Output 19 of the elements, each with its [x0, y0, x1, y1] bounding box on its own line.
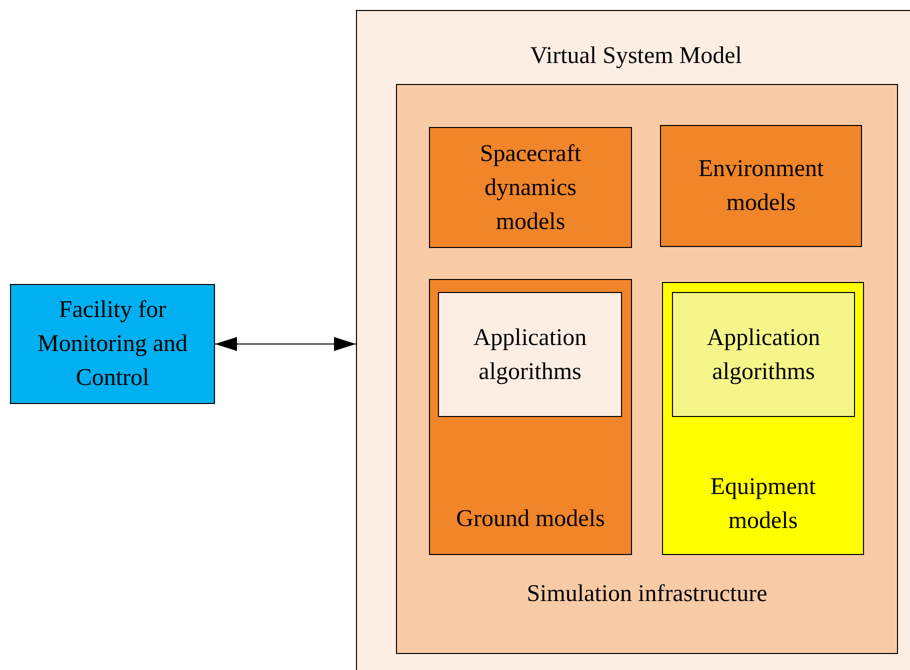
- model-box: [429, 127, 632, 248]
- box-label: Equipment models: [709, 473, 817, 536]
- box-label: Virtual System Model: [529, 42, 743, 71]
- box-label: Spacecraft dynamics models: [478, 140, 582, 236]
- model-box: [662, 282, 864, 555]
- box-label: Application algorithms: [472, 324, 588, 386]
- facility-box: [10, 284, 215, 404]
- box-label: Simulation infrastructure: [526, 580, 768, 609]
- algorithm-box: [438, 292, 622, 417]
- infrastructure-panel: [396, 84, 898, 654]
- system-model-panel: [356, 10, 910, 670]
- box-label: Facility for Monitoring and Control: [36, 296, 188, 393]
- model-box: [660, 125, 862, 247]
- box-label: Application algorithms: [706, 324, 822, 386]
- double-arrow: [214, 337, 356, 351]
- box-label: Ground models: [455, 505, 606, 534]
- algorithm-box: [672, 292, 855, 417]
- model-box: [429, 279, 632, 555]
- box-label: Environment models: [697, 155, 825, 218]
